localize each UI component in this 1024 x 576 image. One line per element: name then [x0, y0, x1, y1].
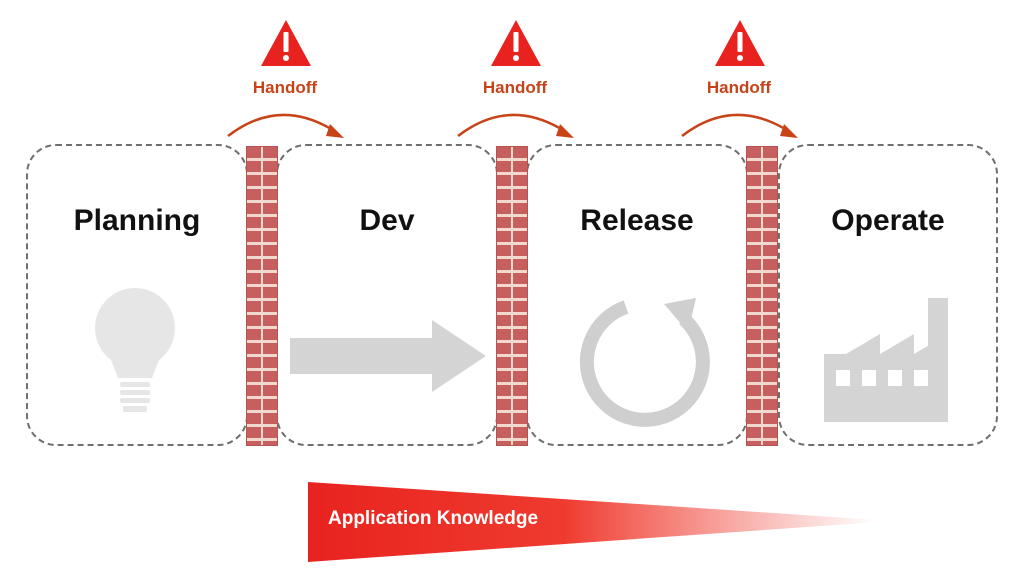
- brick-wall-icon: [246, 146, 278, 446]
- handoff-marker: Handoff: [664, 18, 814, 143]
- curved-arrow-icon: [227, 113, 344, 138]
- warning-triangle-icon: [491, 20, 541, 66]
- stage-dev: Dev: [276, 144, 498, 446]
- stage-title: Dev: [359, 204, 415, 237]
- stage-planning: Planning: [26, 144, 248, 446]
- handoff-label: Handoff: [252, 78, 318, 97]
- stage-operate: Operate: [778, 144, 998, 446]
- right-arrow-icon: [290, 320, 486, 392]
- warning-triangle-icon: [261, 20, 311, 66]
- handoff-marker: Handoff: [210, 18, 360, 143]
- application-knowledge-bar: Application Knowledge: [308, 482, 878, 562]
- curved-arrow-icon: [457, 113, 574, 138]
- lightbulb-icon: [95, 288, 175, 412]
- knowledge-wedge: [308, 482, 878, 562]
- factory-icon: [824, 298, 948, 422]
- refresh-cycle-icon: [579, 298, 710, 427]
- stage-title: Operate: [831, 204, 945, 237]
- handoff-marker: Handoff: [440, 18, 590, 143]
- handoff-label: Handoff: [706, 78, 772, 97]
- knowledge-label: Application Knowledge: [328, 508, 539, 529]
- warning-triangle-icon: [715, 20, 765, 66]
- brick-wall-icon: [496, 146, 528, 446]
- stage-release: Release: [526, 144, 748, 446]
- stage-title: Planning: [73, 204, 201, 237]
- stage-title: Release: [580, 204, 694, 237]
- curved-arrow-icon: [681, 113, 798, 138]
- handoff-label: Handoff: [482, 78, 548, 97]
- brick-wall-icon: [746, 146, 778, 446]
